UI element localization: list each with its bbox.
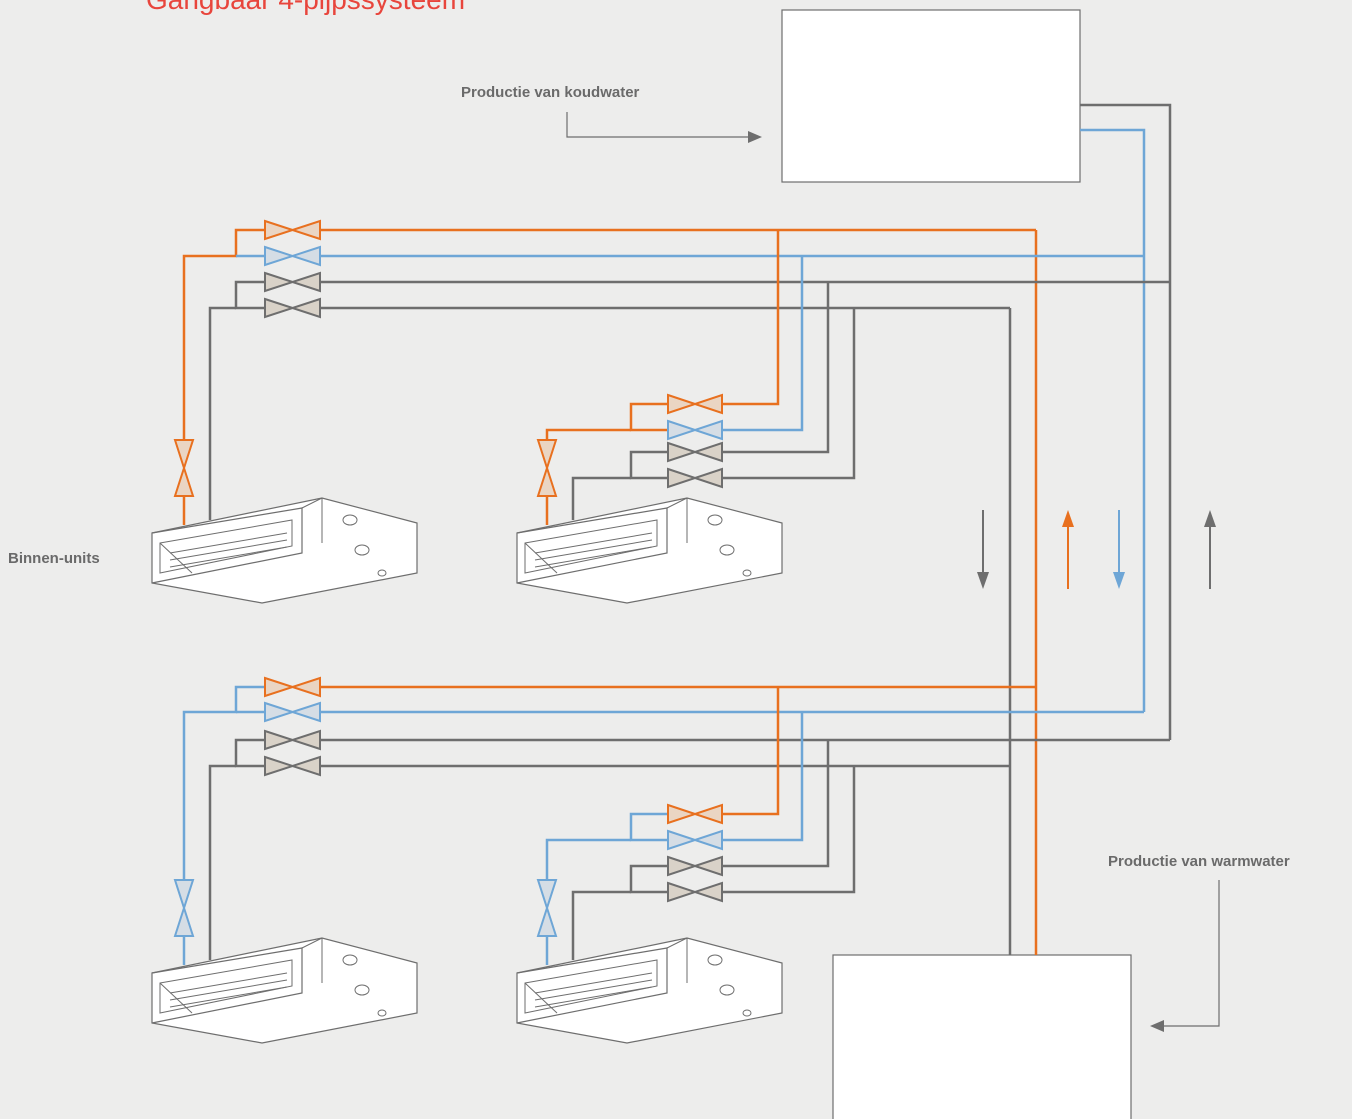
valve-icon bbox=[667, 419, 723, 441]
valve-icon bbox=[264, 729, 321, 751]
valve-icon bbox=[667, 803, 723, 825]
valve-icon bbox=[667, 441, 723, 463]
valve-icon bbox=[667, 881, 723, 903]
label-cold-water-production: Productie van koudwater bbox=[461, 84, 640, 101]
label-indoor-units: Binnen-units bbox=[8, 550, 100, 567]
indoor-unit-1 bbox=[151, 497, 418, 604]
valve-icon bbox=[667, 829, 723, 851]
unit-valve-icon bbox=[536, 439, 558, 497]
warm-water-production-box bbox=[832, 954, 1132, 1119]
unit-valve-icon bbox=[173, 879, 195, 937]
valve-icon bbox=[264, 676, 321, 698]
arrow-to-warm-production bbox=[1150, 880, 1220, 1032]
grey-main-riser bbox=[1080, 103, 1172, 740]
indoor-unit-2 bbox=[516, 497, 783, 604]
valve-icon bbox=[264, 755, 321, 777]
flow-arrow-up-orange bbox=[1062, 510, 1074, 589]
indoor-unit-4 bbox=[516, 937, 783, 1044]
diagram-title: Gangbaar 4-pijpssysteem bbox=[146, 0, 465, 14]
blue-main-riser bbox=[1080, 128, 1146, 712]
label-warm-water-production: Productie van warmwater bbox=[1108, 853, 1290, 870]
flow-arrow-down-blue bbox=[1113, 510, 1125, 589]
unit-valve-icon bbox=[173, 439, 195, 497]
valve-icon bbox=[264, 245, 321, 267]
cold-water-production-box bbox=[781, 9, 1081, 183]
valve-icon bbox=[667, 855, 723, 877]
valve-icon bbox=[264, 701, 321, 723]
flow-arrow-up-grey bbox=[1204, 510, 1216, 589]
arrow-to-cold-production bbox=[566, 112, 762, 143]
valve-icon bbox=[264, 297, 321, 319]
indoor-unit-3 bbox=[151, 937, 418, 1044]
flow-arrow-down-grey bbox=[977, 510, 989, 589]
valve-icon bbox=[667, 467, 723, 489]
valve-icon bbox=[667, 393, 723, 415]
valve-icon bbox=[264, 271, 321, 293]
valve-icon bbox=[264, 219, 321, 241]
unit-valve-icon bbox=[536, 879, 558, 937]
